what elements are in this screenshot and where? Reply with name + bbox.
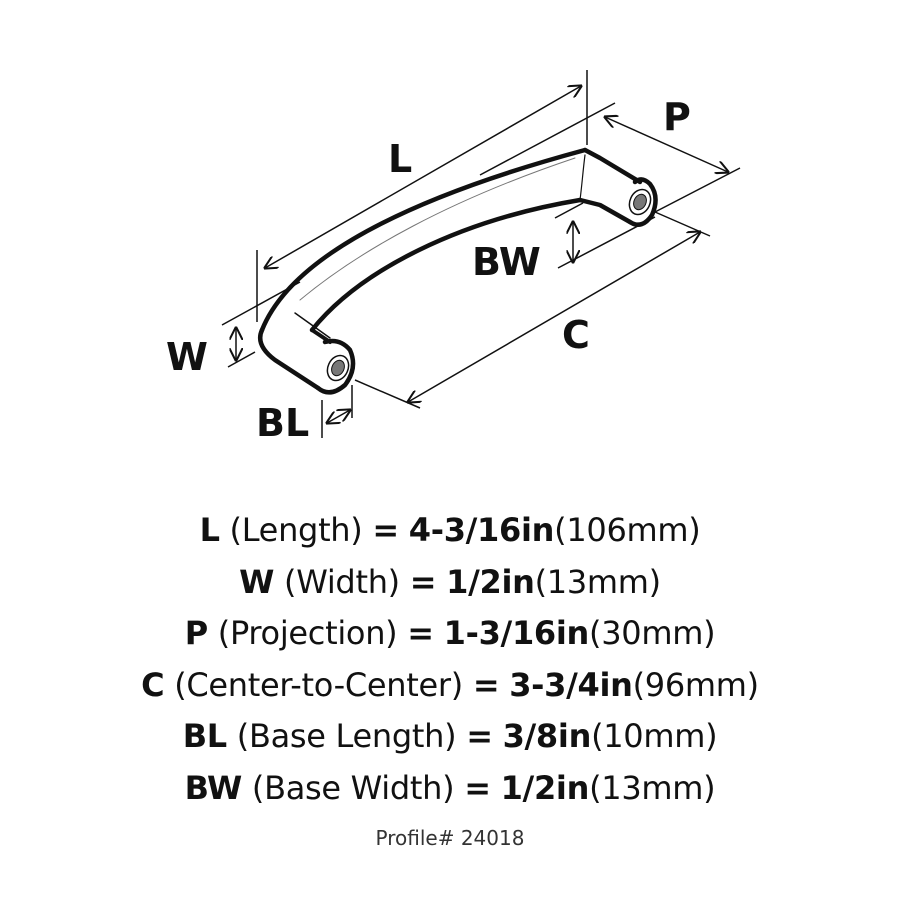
spec-key: P [184,614,208,652]
profile-number: Profile# 24018 [375,826,525,850]
right-screw-hole-icon [628,188,652,216]
spec-base-width: BW (Base Width) = 1/2in(13mm) [0,763,900,815]
spec-imperial: 1/2in [500,768,590,807]
label-L: L [388,137,412,181]
spec-name: (Projection) [217,614,398,652]
label-P: P [663,95,691,139]
label-C: C [562,313,590,357]
handle-body [257,147,658,395]
pull-dimension-diagram: L P BW C W BL [166,70,741,445]
spec-metric: (30mm) [589,614,716,652]
spec-metric: (10mm) [591,717,718,755]
spec-imperial: 4-3/16in [408,511,555,549]
label-BW: BW [472,240,541,284]
spec-base-length: BL (Base Length) = 3/8in(10mm) [0,711,900,763]
spec-metric: (13mm) [589,768,716,807]
spec-center-to-center: C (Center-to-Center) = 3-3/4in(96mm) [0,660,900,712]
spec-name: (Length) [229,511,363,549]
spec-name: (Base Length) [236,717,457,755]
label-W: W [166,335,208,379]
spec-width: W (Width) = 1/2in(13mm) [0,557,900,609]
spec-key: W [239,562,275,601]
spec-key: BL [182,717,227,755]
spec-imperial: 1/2in [446,562,535,601]
spec-name: (Center-to-Center) [174,665,463,704]
left-screw-hole-icon [326,354,350,382]
spec-imperial: 3/8in [502,717,592,755]
spec-name: (Base Width) [251,768,455,807]
dimension-specs: L (Length) = 4-3/16in(106mm) W (Width) =… [0,505,900,814]
spec-key: L [199,511,220,549]
spec-metric: (106mm) [554,511,701,549]
dimension-lines [221,70,741,438]
spec-imperial: 1-3/16in [443,614,590,652]
spec-metric: (13mm) [534,562,662,601]
spec-equals: = [466,717,493,755]
label-BL: BL [256,401,309,445]
spec-equals: = [407,614,434,652]
spec-equals: = [464,768,491,807]
spec-projection: P (Projection) = 1-3/16in(30mm) [0,608,900,660]
spec-equals: = [409,562,437,601]
spec-equals: = [472,665,500,704]
handle-drawing: L P BW C W BL [166,70,741,445]
spec-equals: = [372,511,399,549]
spec-length: L (Length) = 4-3/16in(106mm) [0,505,900,557]
spec-key: BW [184,768,243,807]
spec-name: (Width) [284,562,400,601]
spec-metric: (96mm) [632,665,760,704]
spec-key: C [141,665,165,704]
spec-imperial: 3-3/4in [509,665,633,704]
